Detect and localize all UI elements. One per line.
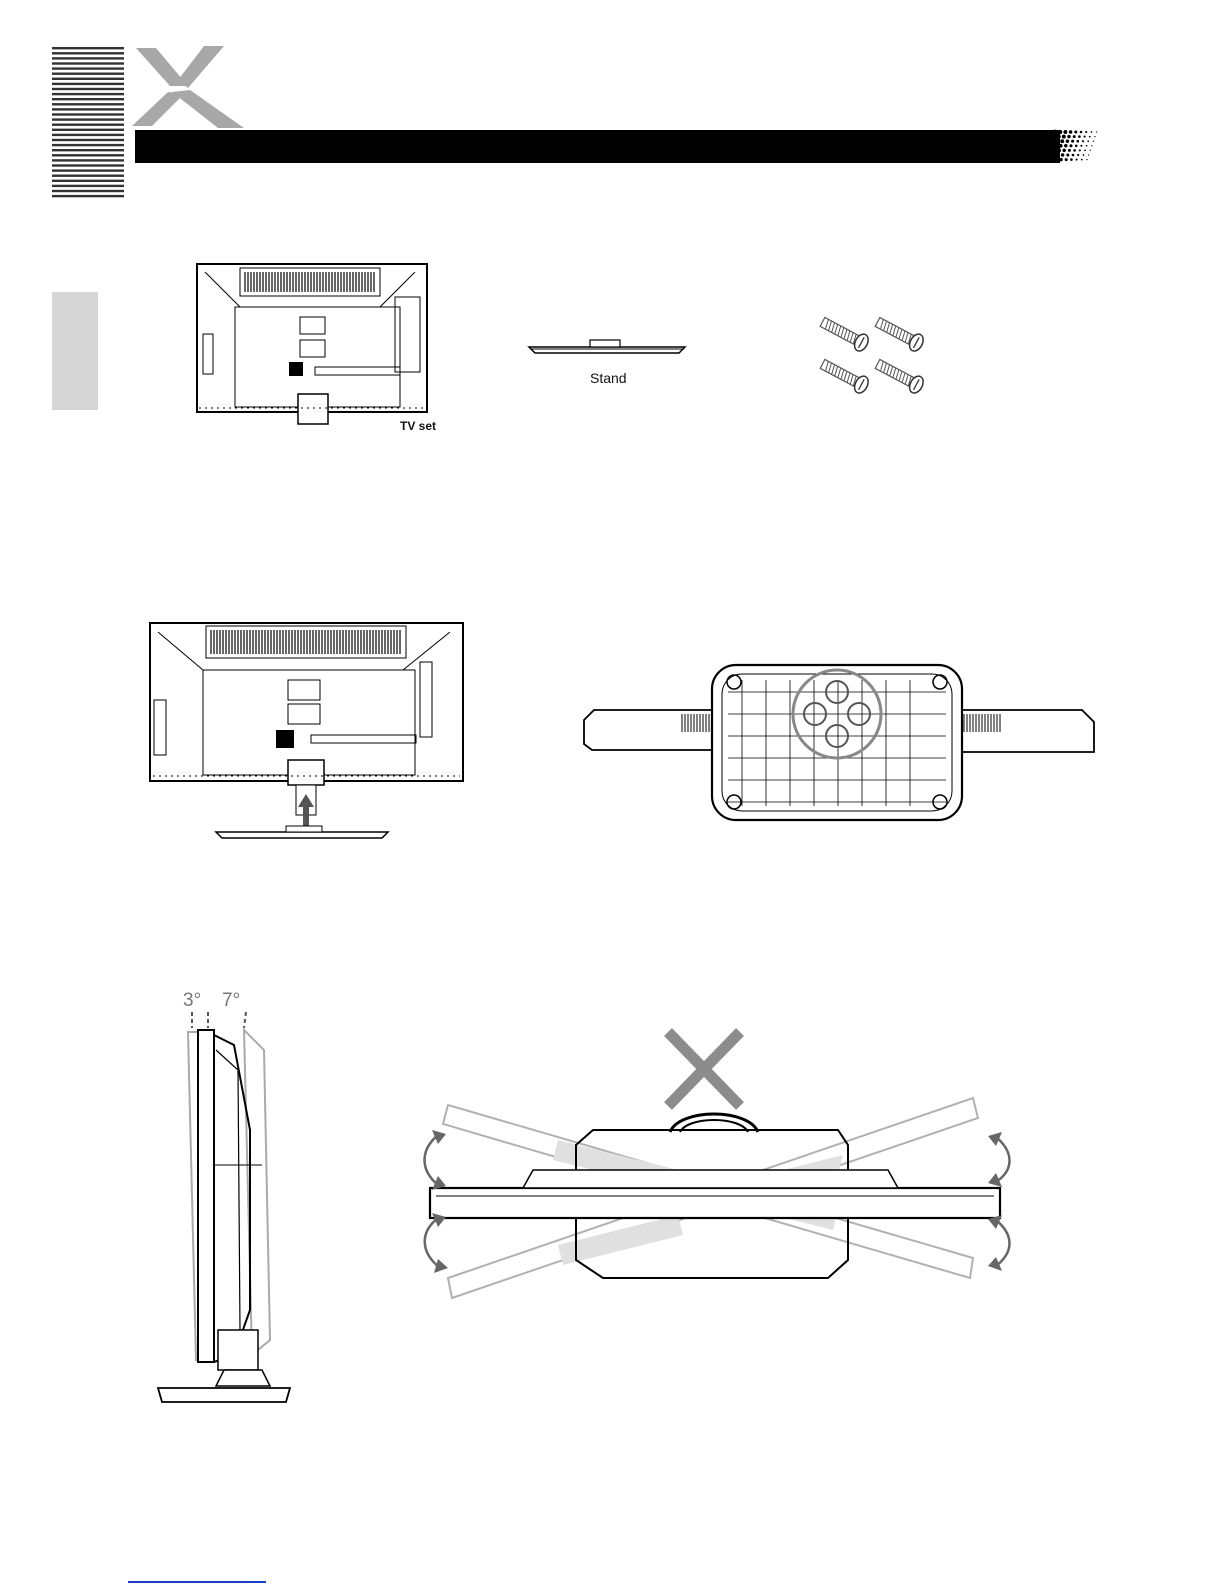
tv-mount-illustration (148, 620, 478, 850)
stand-illustration (525, 333, 695, 363)
up-arrow-icon (0, 0, 1, 1)
side-tab (52, 292, 98, 410)
footer-link-line[interactable] (128, 1581, 266, 1583)
tv-side-tilt-illustration (152, 1010, 302, 1410)
tilt-back-label: 3° (183, 990, 201, 1012)
tilt-front-label: 7° (222, 990, 240, 1012)
tv-swivel-illustration (418, 1020, 1018, 1320)
page-stripes (52, 47, 132, 207)
header-bar (135, 128, 1105, 168)
base-bottom-illustration (582, 662, 1102, 827)
x-logo-icon (128, 44, 258, 134)
screws-illustration (815, 317, 945, 402)
cross-mark-icon (668, 1032, 740, 1106)
tv-back-illustration (195, 262, 445, 437)
stand-label: Stand (590, 370, 627, 386)
tv-set-label: TV set (400, 419, 436, 433)
